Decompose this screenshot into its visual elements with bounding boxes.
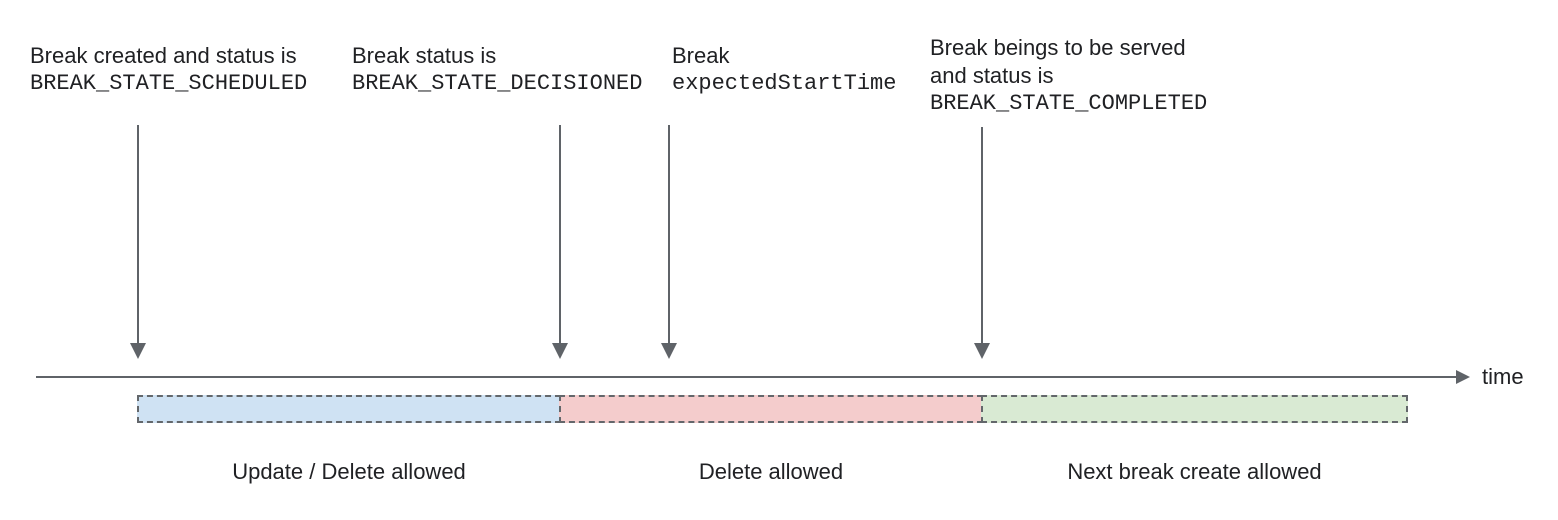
down-arrow-completed-line <box>981 127 983 343</box>
down-arrow-decisioned-head-icon <box>552 343 568 359</box>
annotation-expected-start-text: Break <box>672 43 730 68</box>
segment-update-delete <box>137 395 561 423</box>
annotation-completed-code: BREAK_STATE_COMPLETED <box>930 91 1208 116</box>
segment-label-update-delete: Update / Delete allowed <box>232 459 466 484</box>
down-arrow-completed-head-icon <box>974 343 990 359</box>
segment-label-delete: Delete allowed <box>698 459 844 484</box>
annotation-completed: Break beings to be served and status is … <box>930 34 1207 118</box>
annotation-decisioned-code: BREAK_STATE_DECISIONED <box>352 71 643 96</box>
annotation-scheduled-text: Break created and status is <box>30 43 297 68</box>
segment-next-create <box>981 395 1408 423</box>
down-arrow-decisioned-line <box>559 125 561 343</box>
time-axis-label: time <box>1482 364 1524 389</box>
annotation-decisioned-text: Break status is <box>352 43 497 68</box>
annotation-completed-text-2: and status is <box>930 63 1054 88</box>
segment-delete <box>559 395 983 423</box>
down-arrow-expected-start-line <box>668 125 670 343</box>
time-axis-arrowhead-icon <box>1456 370 1470 384</box>
annotation-scheduled-code: BREAK_STATE_SCHEDULED <box>30 71 308 96</box>
down-arrow-scheduled-head-icon <box>130 343 146 359</box>
down-arrow-expected-start-head-icon <box>661 343 677 359</box>
annotation-completed-text-1: Break beings to be served <box>930 35 1186 60</box>
annotation-scheduled: Break created and status is BREAK_STATE_… <box>30 42 307 98</box>
annotation-expected-start-code: expectedStartTime <box>672 71 897 96</box>
annotation-decisioned: Break status is BREAK_STATE_DECISIONED <box>352 42 642 98</box>
time-axis-line <box>36 376 1456 378</box>
segment-label-next-create: Next break create allowed <box>1067 459 1322 484</box>
down-arrow-scheduled-line <box>137 125 139 343</box>
annotation-expected-start: Break expectedStartTime <box>672 42 896 98</box>
